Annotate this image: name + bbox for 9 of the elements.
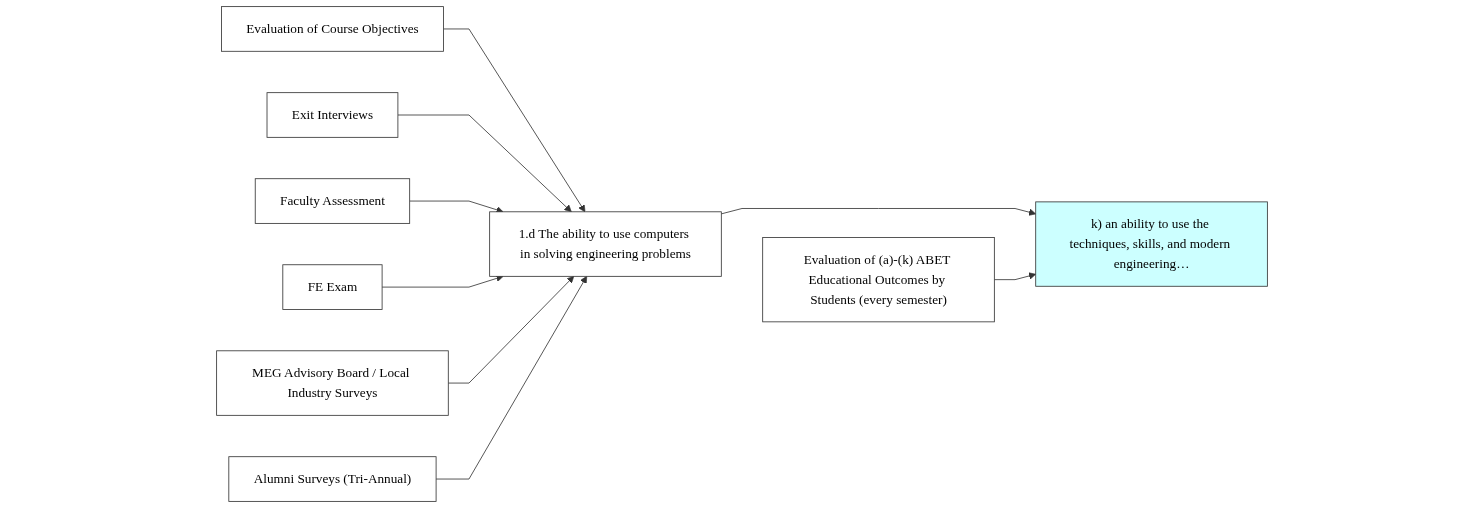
node-box: MEG Advisory Board / Local Industry Surveys (216, 350, 449, 416)
node-box: Exit Interviews (266, 92, 399, 138)
node-box: Evaluation of Course Objectives (221, 6, 444, 52)
node-box: Evaluation of (a)-(k) ABET Educational Outcomes by Students (every semester) (762, 237, 995, 323)
node-box: Faculty Assessment (254, 178, 411, 224)
node-box: 1.d The ability to use computers in solving engineering problems (489, 211, 722, 277)
node-box: k) an ability to use the techniques, skills, and modern engineering… (1035, 201, 1268, 287)
node-box: Alumni Surveys (Tri-Annual) (228, 456, 437, 502)
node-box: FE Exam (282, 264, 383, 310)
